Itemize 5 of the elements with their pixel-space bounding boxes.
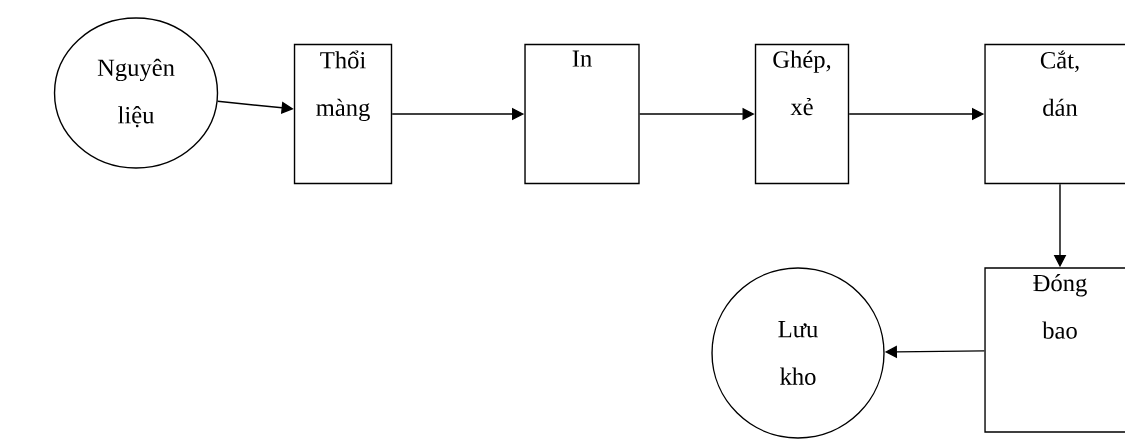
process-box: Cắt, dán (984, 43, 1125, 185)
process-box: In (524, 43, 640, 185)
process-box: Đóng bao (984, 267, 1125, 433)
process-box: Thổi màng (293, 43, 393, 185)
process-box: Ghép, xẻ (754, 43, 850, 185)
